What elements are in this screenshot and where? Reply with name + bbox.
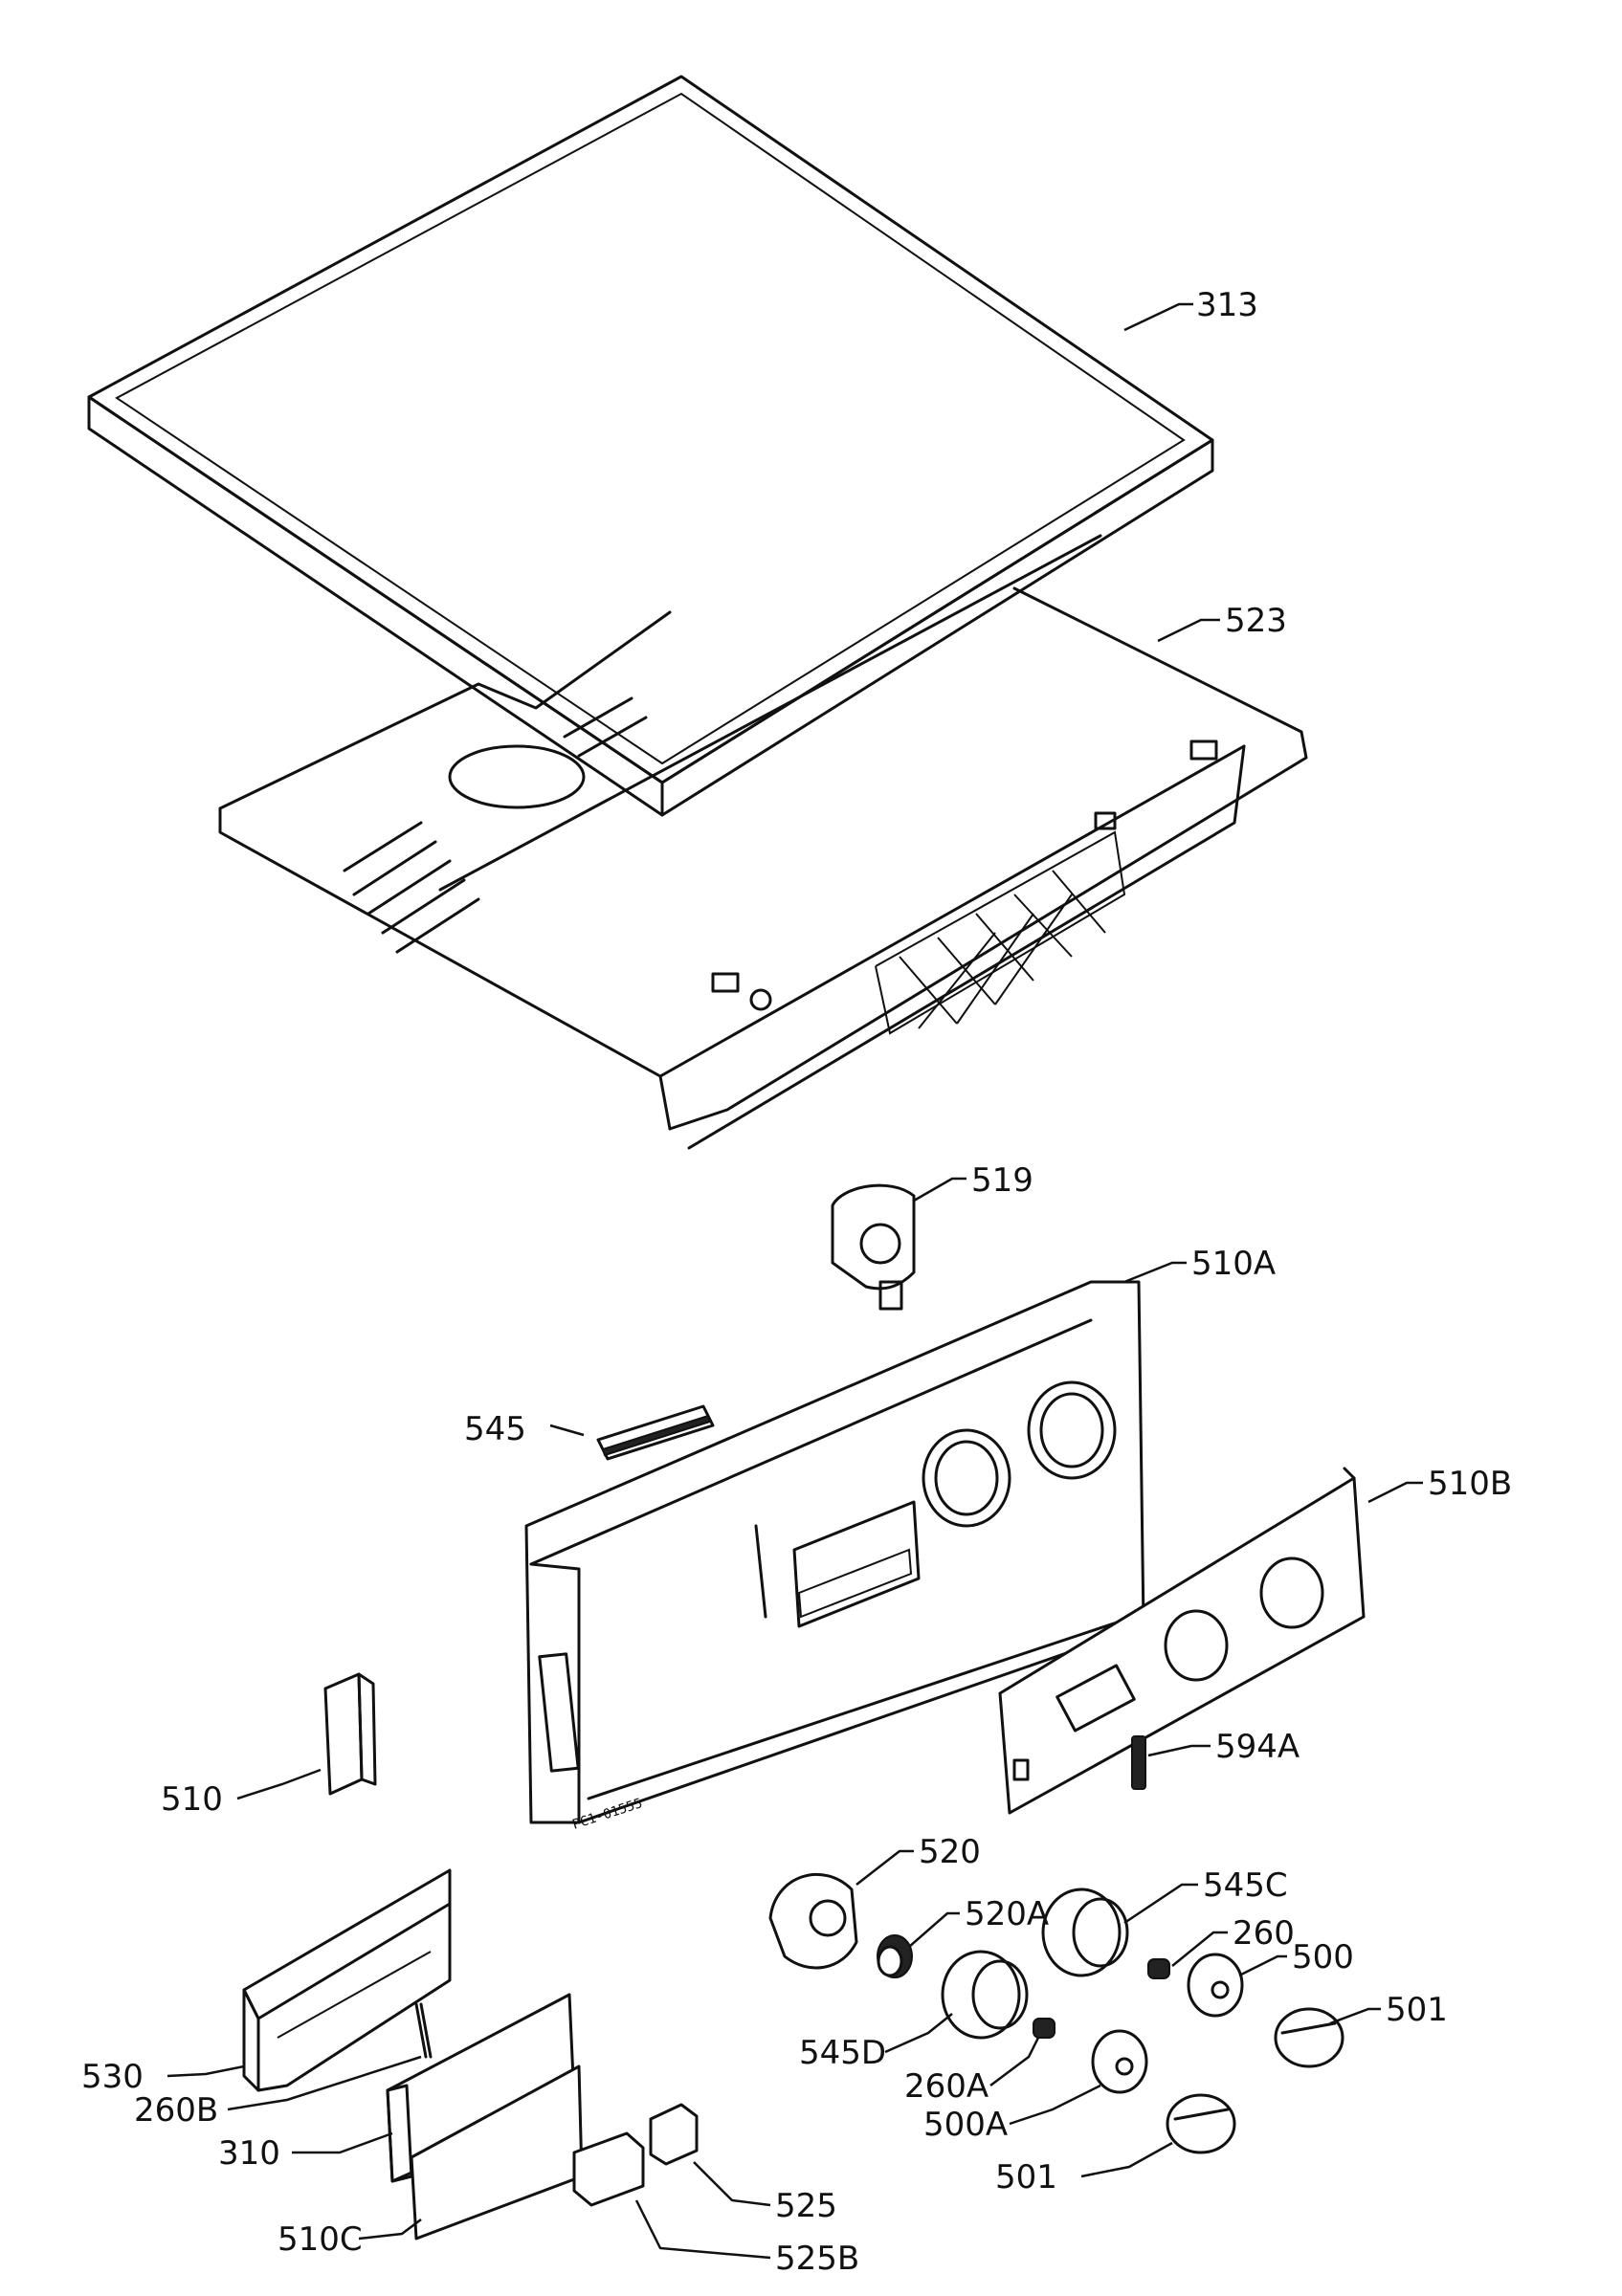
label-500A: 500A xyxy=(923,2106,1008,2144)
part-545-light-strip xyxy=(596,1404,715,1461)
label-520: 520 xyxy=(919,1833,981,1871)
part-520-switch xyxy=(768,1872,858,1970)
label-260A: 260A xyxy=(904,2067,989,2106)
part-510A-panel-housing xyxy=(524,1280,1145,1824)
label-530: 530 xyxy=(81,2058,144,2096)
part-510B-front-fascia xyxy=(998,1467,1366,1815)
part-519-bracket xyxy=(831,1183,916,1311)
label-500: 500 xyxy=(1292,1938,1354,1976)
part-500-knob-cap xyxy=(1187,1953,1244,2018)
part-501-knob-left xyxy=(1166,2093,1236,2154)
leader-lines xyxy=(167,302,1423,2260)
part-525-clip xyxy=(649,2103,699,2166)
label-310: 310 xyxy=(218,2134,280,2173)
part-313-top-cover xyxy=(87,75,1214,817)
label-520A: 520A xyxy=(965,1895,1049,1933)
part-520A-bushing xyxy=(877,1934,913,1978)
label-501-left: 501 xyxy=(995,2158,1057,2197)
label-523: 523 xyxy=(1225,602,1287,640)
part-525B-clip xyxy=(572,2131,645,2207)
part-501-knob-right xyxy=(1274,2007,1344,2068)
part-523-frame xyxy=(218,534,1308,1150)
label-525B: 525B xyxy=(775,2240,859,2278)
part-260B-spring xyxy=(414,2002,433,2059)
label-545: 545 xyxy=(464,1410,526,1448)
part-530-drawer xyxy=(242,1868,452,2092)
part-510-corner-trim xyxy=(323,1672,377,1796)
label-545D: 545D xyxy=(799,2034,886,2072)
label-594A: 594A xyxy=(1215,1728,1300,1766)
label-519: 519 xyxy=(971,1161,1033,1200)
part-594A-spring xyxy=(1131,1735,1146,1790)
label-510: 510 xyxy=(161,1780,223,1819)
label-510C: 510C xyxy=(278,2220,363,2259)
label-313: 313 xyxy=(1196,286,1258,324)
part-545C-knob-sleeve xyxy=(1041,1888,1129,1977)
part-260-spring xyxy=(1147,1958,1170,1979)
label-510B: 510B xyxy=(1428,1465,1512,1503)
part-500A-knob-cap xyxy=(1091,2029,1148,2094)
label-260: 260 xyxy=(1233,1914,1295,1953)
part-545D-knob-sleeve xyxy=(941,1950,1029,2040)
part-260A-spring xyxy=(1033,2018,1055,2039)
label-501-right: 501 xyxy=(1386,1991,1448,2029)
label-525: 525 xyxy=(775,2187,837,2225)
label-545C: 545C xyxy=(1203,1866,1288,1905)
label-260B: 260B xyxy=(134,2091,218,2130)
label-510A: 510A xyxy=(1191,1245,1276,1283)
